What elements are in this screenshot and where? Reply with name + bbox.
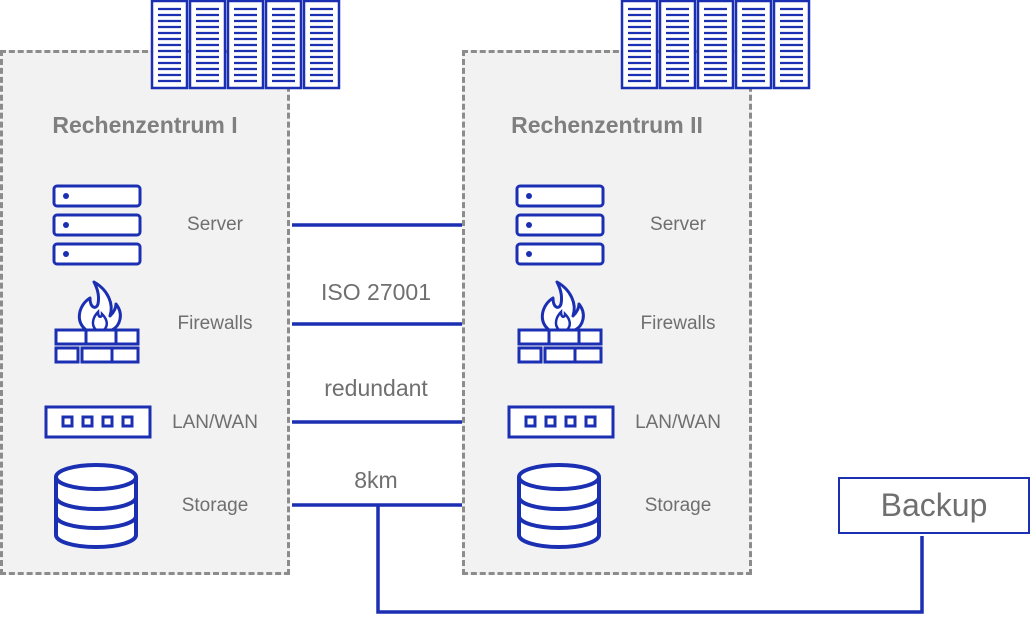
firewalls-label: Firewalls <box>177 313 253 334</box>
lan-wan-label: LAN/WAN <box>172 412 258 433</box>
lan-wan-label: LAN/WAN <box>635 412 721 433</box>
distance-label: 8km <box>354 467 398 493</box>
datacenter-1-box <box>0 50 290 575</box>
network-switch-icon <box>44 405 152 439</box>
backup-link-line <box>376 505 924 614</box>
backup-label: Backup <box>880 487 988 523</box>
server-label: Server <box>187 214 243 235</box>
datacenter-2-title: Rechenzentrum II <box>511 112 703 138</box>
firewall-icon <box>54 280 140 364</box>
datacenter-2-box <box>462 50 752 575</box>
network-switch-icon <box>507 405 615 439</box>
backup-box: Backup <box>838 477 1030 534</box>
server-rack-icon <box>620 0 811 90</box>
server-rack-icon <box>150 0 341 90</box>
datacenter-1-title: Rechenzentrum I <box>52 112 238 138</box>
firewall-icon <box>517 280 603 364</box>
server-icon <box>515 184 605 266</box>
storage-icon <box>54 463 138 549</box>
firewalls-label: Firewalls <box>640 313 716 334</box>
storage-label: Storage <box>644 495 712 516</box>
redundant-label: redundant <box>324 375 428 401</box>
iso-label: ISO 27001 <box>321 279 431 305</box>
storage-label: Storage <box>181 495 249 516</box>
server-label: Server <box>650 214 706 235</box>
server-icon <box>52 184 142 266</box>
storage-icon <box>517 463 601 549</box>
